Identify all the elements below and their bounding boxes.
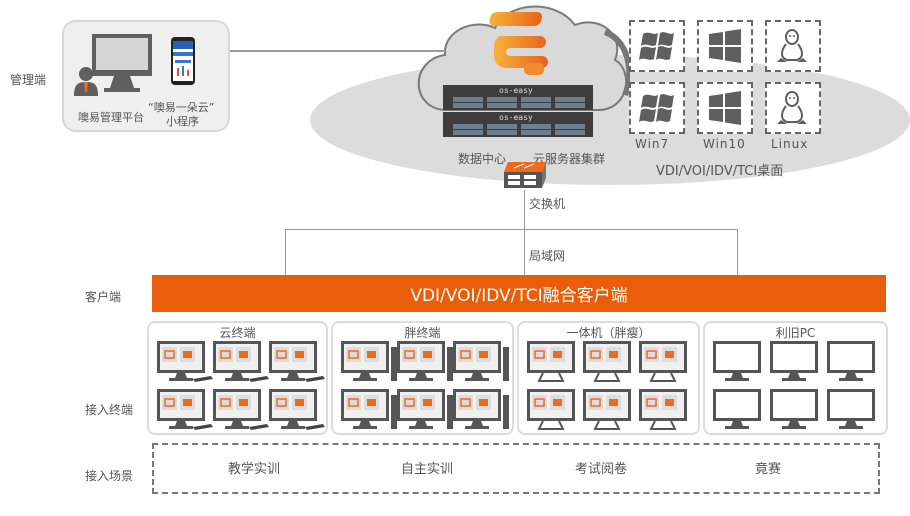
- scenario-competition: 竟赛: [755, 462, 782, 477]
- os-label-linux: Linux: [771, 137, 809, 151]
- thin-client-monitor-icon: [157, 389, 215, 435]
- fat-client-monitor-icon: [453, 389, 511, 435]
- windows10-icon: [709, 91, 741, 125]
- scenario-self-training: 自主实训: [401, 462, 454, 477]
- network-switch-icon: [504, 162, 546, 188]
- legacy-pc-monitor-icon: [713, 389, 771, 435]
- terminal-group-legacy-pc: 利旧PC: [703, 321, 888, 435]
- desktop-tile-win7: [629, 82, 685, 134]
- management-panel: 噢易管理平台 “噢易一朵云” 小程序: [62, 20, 230, 132]
- switch-trunk-line: [524, 190, 525, 275]
- terminal-group-fat-client: 胖终端: [331, 321, 514, 435]
- thin-client-monitor-icon: [213, 389, 271, 435]
- server-brand-1: os-easy: [499, 86, 533, 95]
- fat-client-monitor-icon: [397, 341, 455, 387]
- miniapp-label-line2: 小程序: [166, 115, 199, 128]
- legacy-pc-monitor-icon: [827, 341, 885, 387]
- desktop-tile-win7: [629, 20, 685, 72]
- os-easy-logo-icon: [489, 12, 548, 75]
- admin-desktop-icon: [74, 34, 152, 96]
- desktops-caption: VDI/VOI/IDV/TCI桌面: [656, 164, 784, 179]
- all-in-one-monitor-icon: [527, 389, 585, 435]
- all-in-one-monitor-icon: [639, 389, 697, 435]
- windows7-icon: [639, 32, 674, 60]
- group-title: 胖终端: [404, 326, 441, 340]
- linux-tux-icon: [777, 91, 807, 124]
- thin-client-monitor-icon: [269, 389, 327, 435]
- thin-client-monitor-icon: [213, 341, 271, 387]
- all-in-one-monitor-icon: [527, 341, 585, 387]
- legacy-pc-monitor-icon: [713, 341, 771, 387]
- lan-drop-right: [737, 229, 738, 275]
- row-label-scenarios: 接入场景: [85, 469, 134, 483]
- group-title: 云终端: [219, 326, 256, 340]
- legacy-pc-monitor-icon: [827, 389, 885, 435]
- scenario-exam: 考试阅卷: [575, 462, 628, 477]
- platform-label: 噢易管理平台: [78, 111, 144, 124]
- server-rack: os-easy os-easy: [443, 85, 593, 137]
- windows10-icon: [709, 29, 741, 63]
- lan-drop-left: [285, 229, 286, 275]
- fusion-client-bar: VDI/VOI/IDV/TCI融合客户端: [152, 275, 886, 312]
- thin-client-monitor-icon: [269, 341, 327, 387]
- mobile-miniapp-icon: [171, 37, 195, 85]
- linux-tux-icon: [777, 29, 807, 62]
- row-label-client: 客户端: [85, 290, 122, 304]
- desktop-tile-linux: [765, 82, 821, 134]
- all-in-one-monitor-icon: [583, 341, 641, 387]
- switch-label: 交换机: [529, 197, 566, 211]
- cluster-label: 云服务器集群: [533, 152, 606, 166]
- fat-client-monitor-icon: [341, 341, 399, 387]
- row-label-management: 管理端: [10, 73, 47, 87]
- all-in-one-monitor-icon: [583, 389, 641, 435]
- scenarios-box: [152, 443, 880, 494]
- os-label-win7: Win7: [635, 137, 670, 151]
- terminal-group-thin-client: 云终端: [147, 321, 328, 435]
- desktop-tile-linux: [765, 20, 821, 72]
- all-in-one-monitor-icon: [639, 341, 697, 387]
- group-title: 利旧PC: [775, 326, 816, 340]
- desktop-tile-win10: [697, 20, 753, 72]
- mgmt-to-cloud-line: [230, 50, 445, 52]
- legacy-pc-monitor-icon: [770, 389, 828, 435]
- legacy-pc-monitor-icon: [770, 341, 828, 387]
- lan-label: 局域网: [529, 249, 566, 263]
- server-brand-2: os-easy: [499, 113, 533, 122]
- fusion-client-label: VDI/VOI/IDV/TCI融合客户端: [410, 286, 628, 306]
- row-label-terminals: 接入终端: [85, 403, 134, 417]
- os-label-win10: Win10: [703, 137, 746, 151]
- scenario-teaching: 教学实训: [228, 462, 281, 477]
- miniapp-label-line1: “噢易一朵云”: [148, 101, 215, 114]
- fat-client-monitor-icon: [341, 389, 399, 435]
- lan-bus-line: [285, 229, 738, 230]
- datacenter-label: 数据中心: [458, 152, 507, 166]
- group-title: 一体机（胖瘦）: [566, 326, 651, 340]
- thin-client-monitor-icon: [157, 341, 215, 387]
- fat-client-monitor-icon: [453, 341, 511, 387]
- fat-client-monitor-icon: [397, 389, 455, 435]
- desktop-tile-win10: [697, 82, 753, 134]
- windows7-icon: [639, 94, 674, 122]
- terminal-group-all-in-one: 一体机（胖瘦）: [517, 321, 700, 435]
